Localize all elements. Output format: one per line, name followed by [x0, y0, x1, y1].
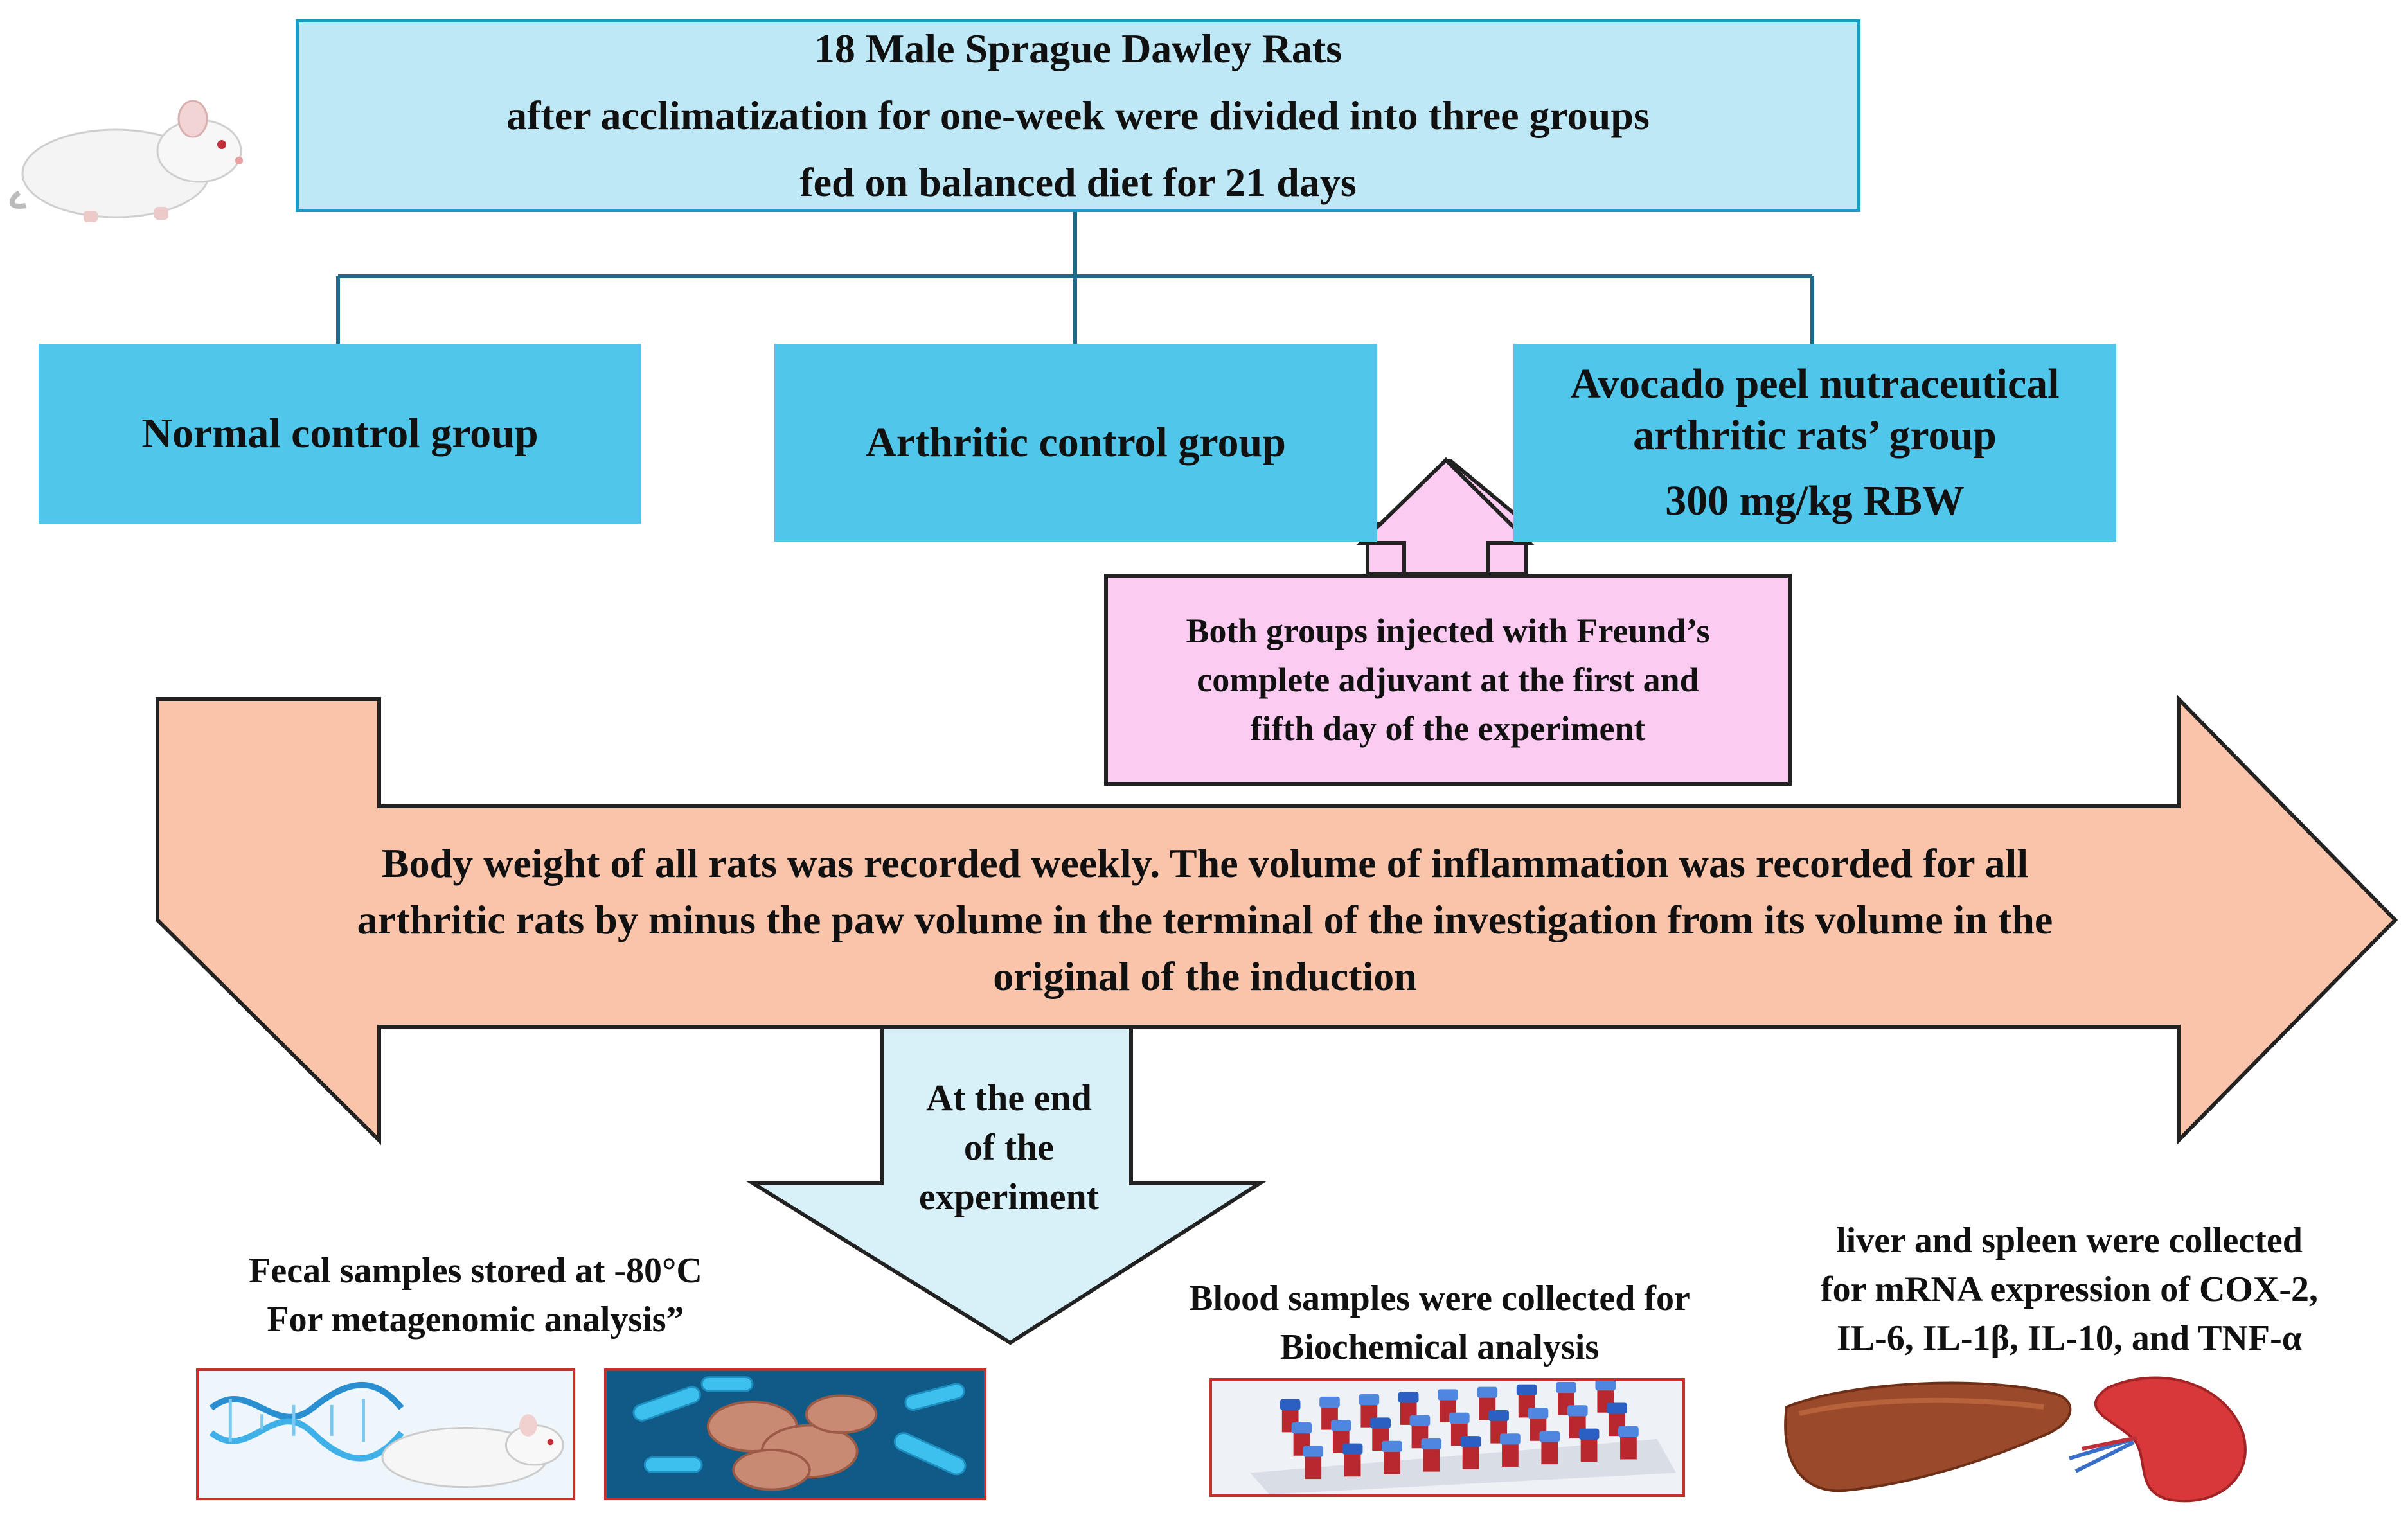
avocado-peel-group-box: Avocado peel nutraceutical arthritic rat… — [1513, 344, 2116, 542]
liver-spleen-icon — [1784, 1376, 2247, 1503]
measurement-note-line: Body weight of all rats was recorded wee… — [381, 840, 2029, 886]
fecal-samples-caption: Fecal samples stored at -80°C For metage… — [154, 1246, 797, 1344]
cohort-description: after acclimatization for one-week were … — [506, 93, 1650, 138]
blood-tubes-icon — [1209, 1378, 1685, 1497]
connector-lines — [336, 212, 1814, 344]
end-note-line: of the — [963, 1126, 1055, 1168]
cohort-title: 18 Male Sprague Dawley Rats — [814, 26, 1342, 71]
dna-rat-icon — [196, 1368, 575, 1500]
injection-note-box: Both groups injected with Freund’s compl… — [1104, 574, 1792, 786]
blood-samples-caption: Blood samples were collected for Biochem… — [1131, 1274, 1748, 1372]
injection-note-line: Both groups injected with Freund’s — [1186, 612, 1710, 650]
group-dose: 300 mg/kg RBW — [1665, 477, 1965, 524]
measurement-note-line: arthritic rats by minus the paw volume i… — [357, 897, 2053, 942]
group-label: arthritic rats’ group — [1633, 412, 1997, 459]
caption-line: liver and spleen were collected — [1836, 1221, 2303, 1261]
measurement-note: Body weight of all rats was recorded wee… — [283, 835, 2127, 1005]
double-arrow — [156, 694, 2398, 1146]
end-note-line: experiment — [918, 1176, 1100, 1217]
group-label: Arthritic control group — [866, 419, 1286, 466]
normal-control-group-box: Normal control group — [39, 344, 641, 524]
down-arrow — [746, 1025, 1267, 1345]
rat-icon — [9, 100, 243, 222]
organ-samples-caption: liver and spleen were collected for mRNA… — [1735, 1216, 2404, 1363]
caption-line: Fecal samples stored at -80°C — [249, 1251, 702, 1291]
group-label: Normal control group — [141, 410, 539, 457]
caption-line: For metagenomic analysis” — [267, 1300, 684, 1340]
caption-line: for mRNA expression of COX-2, — [1820, 1270, 2319, 1309]
arthritic-control-group-box: Arthritic control group — [774, 344, 1377, 542]
up-arrow-head — [1356, 457, 1535, 576]
end-note-line: At the end — [926, 1077, 1092, 1119]
caption-line: Blood samples were collected for — [1189, 1279, 1690, 1318]
measurement-note-line: original of the induction — [993, 953, 1417, 999]
cohort-box: 18 Male Sprague Dawley Rats after acclim… — [296, 19, 1860, 212]
caption-line: IL-6, IL-1β, IL-10, and TNF-α — [1836, 1318, 2303, 1358]
caption-line: Biochemical analysis — [1280, 1327, 1600, 1367]
group-label: Avocado peel nutraceutical — [1570, 360, 2060, 407]
injection-note-line: fifth day of the experiment — [1250, 709, 1646, 748]
cohort-diet: fed on balanced diet for 21 days — [799, 159, 1357, 205]
gut-microbiota-icon — [604, 1368, 986, 1500]
end-of-experiment-note: At the end of the experiment — [887, 1073, 1131, 1221]
injection-note-line: complete adjuvant at the first and — [1197, 660, 1699, 699]
